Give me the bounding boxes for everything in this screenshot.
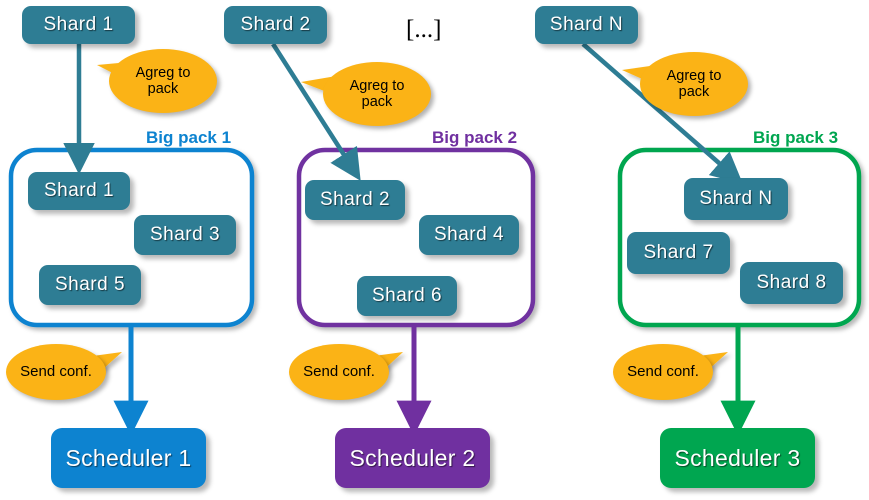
agreg-callout-2-line2: pack: [361, 94, 393, 110]
agreg-callout-3-line1: Agreg to: [666, 67, 722, 84]
agreg-arrow-3: [581, 42, 743, 184]
top-shard-2-label: Shard 2: [240, 14, 311, 35]
scheduler-3[interactable]: Scheduler 3: [660, 428, 815, 488]
top-shard-1[interactable]: Shard 1: [22, 6, 135, 44]
pack-1-shard-5[interactable]: Shard 5: [39, 265, 141, 305]
agreg-arrow-2: [271, 42, 361, 181]
pack-3-shard-8-label: Shard 8: [756, 272, 827, 293]
agreg-callout-1-line2: pack: [147, 81, 179, 97]
pack-3-shard-7-label: Shard 7: [643, 242, 714, 263]
top-shard-n-label: Shard N: [549, 14, 624, 35]
scheduler-1-label: Scheduler 1: [65, 444, 192, 471]
top-shard-2[interactable]: Shard 2: [224, 6, 327, 44]
send-conf-callout-1-label: Send conf.: [20, 362, 92, 380]
agreg-callout-2-line1: Agreg to: [349, 77, 405, 94]
big-pack-2-label: Big pack 2: [432, 128, 518, 147]
scheduler-2[interactable]: Scheduler 2: [335, 428, 490, 488]
ellipsis-indicator: [...]: [406, 16, 442, 43]
scheduler-3-label: Scheduler 3: [674, 444, 801, 471]
agreg-callout-1-line1: Agreg to: [135, 64, 191, 81]
pack-2-shard-6-label: Shard 6: [371, 285, 443, 306]
pack-2-shard-6[interactable]: Shard 6: [357, 276, 457, 316]
pack-3-shard-n-label: Shard N: [699, 188, 773, 209]
pack-3-shard-8[interactable]: Shard 8: [740, 262, 843, 304]
pack-2-shard-4-label: Shard 4: [433, 224, 505, 245]
pack-1-shard-3[interactable]: Shard 3: [134, 215, 236, 255]
pack-3-shard-7[interactable]: Shard 7: [627, 232, 730, 274]
big-pack-1-label: Big pack 1: [146, 128, 232, 147]
pack-3-shard-n[interactable]: Shard N: [684, 178, 788, 220]
top-shard-1-label: Shard 1: [43, 14, 114, 35]
big-pack-3-label: Big pack 3: [753, 128, 839, 147]
pack-2-shard-2-label: Shard 2: [319, 189, 391, 210]
pack-1-shard-5-label: Shard 5: [54, 274, 126, 295]
pack-1-shard-1-label: Shard 1: [43, 180, 115, 201]
send-conf-callout-3-label: Send conf.: [627, 362, 699, 380]
pack-1-shard-1[interactable]: Shard 1: [28, 172, 130, 210]
send-conf-callout-3[interactable]: Send conf.: [613, 344, 713, 400]
pack-1-shard-3-label: Shard 3: [149, 224, 221, 245]
scheduler-1[interactable]: Scheduler 1: [51, 428, 206, 488]
scheduler-2-label: Scheduler 2: [349, 444, 476, 471]
send-conf-callout-1[interactable]: Send conf.: [6, 344, 106, 400]
send-conf-callout-2-label: Send conf.: [303, 362, 375, 380]
agreg-callout-3-line2: pack: [678, 84, 710, 100]
top-shard-n[interactable]: Shard N: [535, 6, 638, 44]
pack-2-shard-4[interactable]: Shard 4: [419, 215, 519, 255]
pack-2-shard-2[interactable]: Shard 2: [305, 180, 405, 220]
send-conf-callout-2[interactable]: Send conf.: [289, 344, 389, 400]
